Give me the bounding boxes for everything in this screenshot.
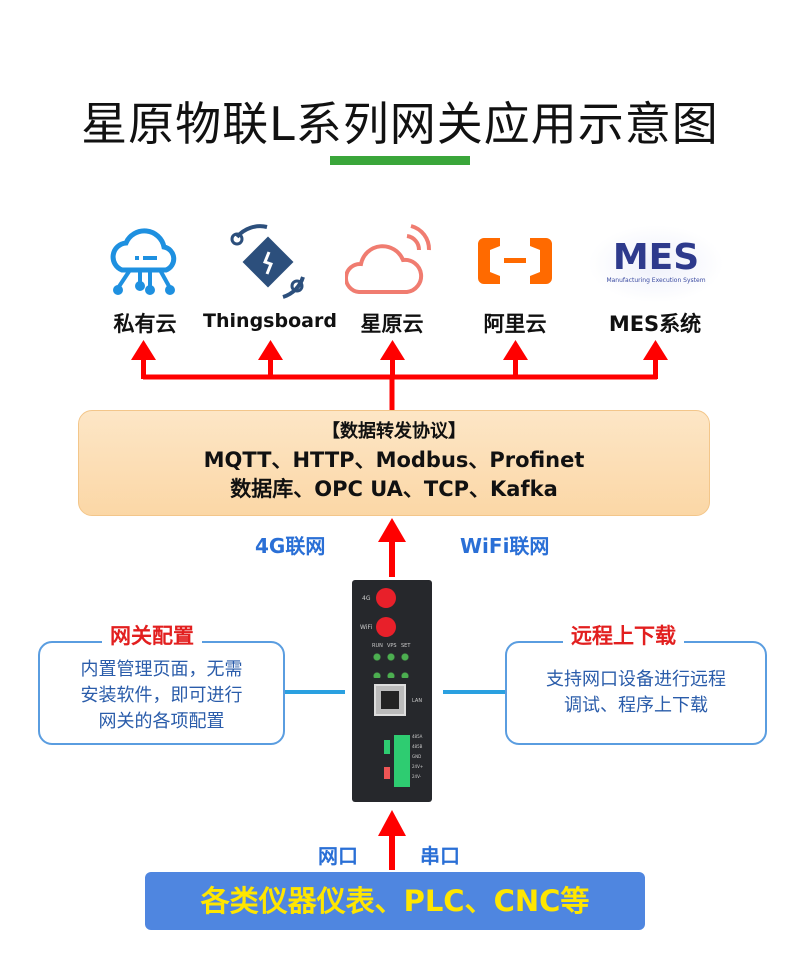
thingsboard-icon <box>230 224 305 299</box>
antenna-4g-icon <box>376 588 396 608</box>
arrow-up-icon <box>643 340 668 379</box>
arrow-up-icon <box>258 340 283 379</box>
remote-panel: 支持网口设备进行远程 调试、程序上下载 <box>505 641 767 745</box>
lan-port <box>374 684 406 716</box>
private-cloud-icon <box>110 228 177 295</box>
network-wifi-label: WiFi联网 <box>460 534 550 558</box>
title-underline <box>330 156 470 165</box>
protocol-heading: 【数据转发协议】 <box>322 421 466 442</box>
arrow-up-icon <box>380 340 405 379</box>
lan-port-label: LAN <box>412 698 423 704</box>
aliyun-icon <box>478 238 552 284</box>
remote-panel-title: 远程上下载 <box>563 620 684 650</box>
terminal-block <box>394 735 410 787</box>
panel-text: 调试、程序上下载 <box>564 695 708 716</box>
panel-text: 网关的各项配置 <box>98 711 225 732</box>
serial-input-label: 串口 <box>420 844 460 868</box>
led-indicators <box>372 652 414 678</box>
antenna-label: WiFi <box>360 624 373 631</box>
led-label: SET <box>401 643 411 649</box>
protocol-box: 【数据转发协议】 MQTT、HTTP、Modbus、Profinet 数据库、O… <box>78 410 710 516</box>
platform-label: 星原云 <box>360 312 424 336</box>
platform-label: Thingsboard <box>203 310 337 332</box>
led-label: VPS <box>387 643 397 649</box>
panel-text: 安装软件，即可进行 <box>80 685 243 706</box>
platform-label: 私有云 <box>113 312 177 336</box>
antenna-label: 4G <box>362 595 371 602</box>
platform-label: MES系统 <box>608 312 702 336</box>
arrow-up-icon <box>131 340 156 379</box>
arrow-up-icon <box>503 340 528 379</box>
panel-text: 内置管理页面，无需 <box>80 659 243 680</box>
ethernet-input-label: 网口 <box>318 844 358 868</box>
page-title: 星原物联L系列网关应用示意图 <box>81 97 719 151</box>
xingyuan-cloud-icon <box>345 224 432 294</box>
arrow-up-icon <box>378 518 406 577</box>
config-panel-title: 网关配置 <box>102 620 202 650</box>
protocol-line: MQTT、HTTP、Modbus、Profinet <box>203 448 585 472</box>
mes-logo-subtitle: Manufacturing Execution System <box>606 277 706 284</box>
arrow-up-icon <box>378 810 406 870</box>
led-label: RUN <box>372 643 383 649</box>
platform-label: 阿里云 <box>483 312 547 336</box>
antenna-wifi-icon <box>376 617 396 637</box>
panel-text: 支持网口设备进行远程 <box>546 669 726 690</box>
field-devices-box: 各类仪器仪表、PLC、CNC等 <box>145 872 645 930</box>
dip-switch <box>384 740 390 754</box>
protocol-line: 数据库、OPC UA、TCP、Kafka <box>230 477 558 501</box>
mes-icon: MES Manufacturing Execution System <box>588 225 724 303</box>
dip-switch <box>384 767 390 779</box>
config-panel: 内置管理页面，无需 安装软件，即可进行 网关的各项配置 <box>38 641 285 745</box>
network-4g-label: 4G联网 <box>255 534 326 558</box>
mes-logo-text: MES <box>612 237 700 278</box>
